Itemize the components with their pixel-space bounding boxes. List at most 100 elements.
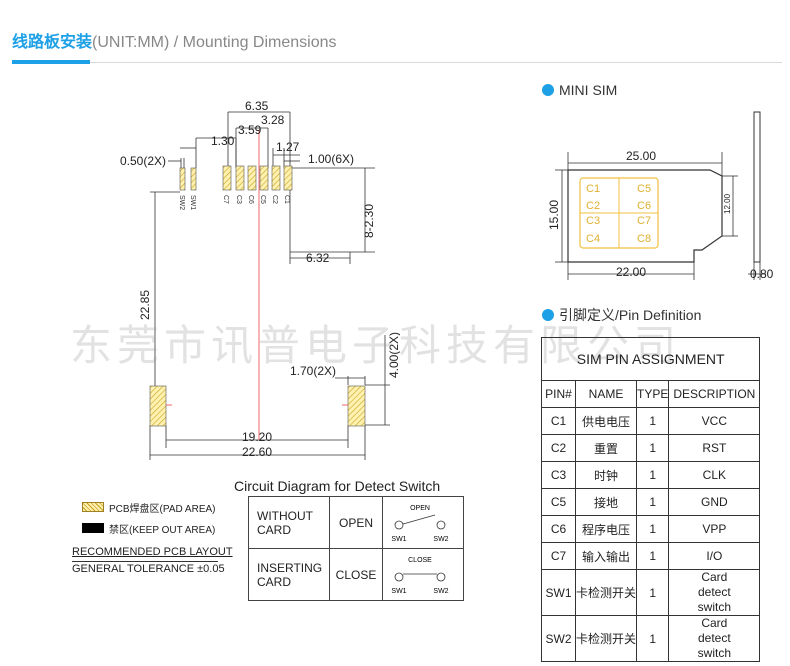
contact-c3: C3 (586, 215, 600, 227)
tolerance-divider (72, 561, 218, 562)
detect-row-close: INSERTING CARD CLOSE CLOSE SW1 SW2 (248, 548, 464, 601)
pad-label-c6: C6 (247, 195, 254, 204)
section-dot-icon (542, 309, 554, 321)
contact-c8: C8 (637, 233, 651, 245)
pin-def-title: 引脚定义/Pin Definition (542, 305, 701, 325)
header-title-cn: 线路板安装 (12, 34, 93, 51)
pad-c2 (271, 165, 281, 191)
detect-diagram-open: OPEN SW1 SW2 (382, 496, 464, 549)
pad-c1 (283, 165, 293, 191)
name-cell: 接地 (575, 488, 637, 516)
type-cell: 1 (635, 488, 670, 516)
dim-4-00: 4.00(2X) (387, 332, 400, 378)
sim-height: 15.00 (547, 200, 561, 230)
pad-label-c5: C5 (259, 195, 266, 204)
pad-c3 (235, 165, 245, 191)
dim-0-50: 0.50(2X) (120, 154, 166, 168)
dim-6-32: 6.32 (306, 251, 330, 265)
dim-1-70: 1.70(2X) (290, 364, 336, 378)
pad-label-c3: C3 (235, 195, 242, 204)
sim-thickness: 0.80 (750, 267, 774, 281)
dim-22-60: 22.60 (242, 445, 272, 459)
pin-header: DESCRIPTION (668, 380, 761, 408)
pad-sw1 (190, 167, 197, 191)
pin-header: NAME (575, 380, 637, 408)
desc-cell: Card detect switch (668, 569, 761, 616)
name-cell: 输入输出 (575, 542, 637, 570)
pad-area-label: PCB焊盘区(PAD AREA) (109, 503, 216, 515)
type-cell: 1 (635, 615, 670, 662)
mini-sim-title-text: MINI SIM (559, 82, 618, 98)
header-accent-bar (12, 60, 90, 64)
name-cell: 卡检测开关 (575, 569, 637, 616)
name-cell: 时钟 (575, 461, 637, 489)
detect-title: Circuit Diagram for Detect Switch (234, 478, 441, 494)
mini-sim-card-outline (567, 169, 723, 263)
pin-cell: C7 (541, 542, 576, 570)
type-cell: 1 (635, 461, 670, 489)
detect-cond: WITHOUT CARD (248, 496, 330, 549)
pad-label-c2: C2 (271, 195, 278, 204)
type-cell: 1 (635, 434, 670, 462)
svg-text:CLOSE: CLOSE (408, 557, 432, 564)
pad-c7 (222, 165, 232, 191)
pad-area-swatch (82, 502, 104, 512)
header-divider (12, 62, 782, 63)
detect-state: CLOSE (329, 548, 383, 601)
dim-22-85: 22.85 (138, 290, 152, 320)
type-cell: 1 (635, 407, 670, 435)
keep-out-label: 禁区(KEEP OUT AREA) (109, 524, 216, 536)
desc-cell: VPP (668, 515, 761, 543)
mini-sim-title: MINI SIM (542, 82, 617, 98)
type-cell: 1 (635, 569, 670, 616)
contact-c7: C7 (637, 215, 651, 227)
pin-cell: C2 (541, 434, 576, 462)
type-cell: 1 (635, 515, 670, 543)
svg-text:OPEN: OPEN (410, 505, 430, 512)
detect-cond: INSERTING CARD (248, 548, 330, 601)
contact-c1: C1 (586, 183, 600, 195)
name-cell: 供电电压 (575, 407, 637, 435)
pin-header: PIN# (541, 380, 576, 408)
pin-cell: C5 (541, 488, 576, 516)
desc-cell: CLK (668, 461, 761, 489)
dim-19-20: 19.20 (242, 430, 272, 444)
contact-c2: C2 (586, 200, 600, 212)
name-cell: 程序电压 (575, 515, 637, 543)
legend: PCB焊盘区(PAD AREA) 禁区(KEEP OUT AREA) (82, 499, 216, 536)
contact-c4: C4 (586, 233, 600, 245)
desc-cell: GND (668, 488, 761, 516)
dim-1-30: 1.30 (211, 134, 235, 148)
pad-sw2 (179, 167, 186, 191)
pin-table-title: SIM PIN ASSIGNMENT (540, 337, 761, 381)
pad-label-sw1: SW1 (189, 195, 196, 210)
dim-1-00: 1.00(6X) (308, 152, 354, 166)
pad-right-mount (347, 385, 366, 427)
dim-3-59: 3.59 (238, 123, 262, 137)
pin-def-title-text: 引脚定义/Pin Definition (559, 307, 702, 323)
detect-row-open: WITHOUT CARD OPEN OPEN SW1 SW2 (248, 496, 464, 549)
mini-sim-drawing: C1 C2 C3 C4 C5 C6 C7 C8 25.00 15.00 22.0… (547, 111, 774, 281)
dim-1-27: 1.27 (276, 140, 300, 154)
pin-cell: SW2 (541, 615, 576, 662)
name-cell: 卡检测开关 (575, 615, 637, 662)
pad-left-mount (149, 385, 167, 427)
detect-table: WITHOUT CARD OPEN OPEN SW1 SW2 INSERTING… (248, 496, 464, 601)
desc-cell: I/O (668, 542, 761, 570)
section-dot-icon (542, 84, 554, 96)
header-title-en: (UNIT:MM) / Mounting Dimensions (92, 34, 337, 51)
pin-cell: SW1 (541, 569, 576, 616)
dim-6-35: 6.35 (245, 99, 269, 113)
desc-cell: Card detect switch (668, 615, 761, 662)
detect-state: OPEN (329, 496, 383, 549)
svg-text:SW1: SW1 (391, 536, 406, 543)
pad-label-c7: C7 (222, 195, 229, 204)
sim-side-dim: 12.00 (723, 193, 732, 214)
sim-width: 25.00 (626, 149, 656, 163)
svg-text:SW1: SW1 (391, 588, 406, 595)
pin-cell: C6 (541, 515, 576, 543)
